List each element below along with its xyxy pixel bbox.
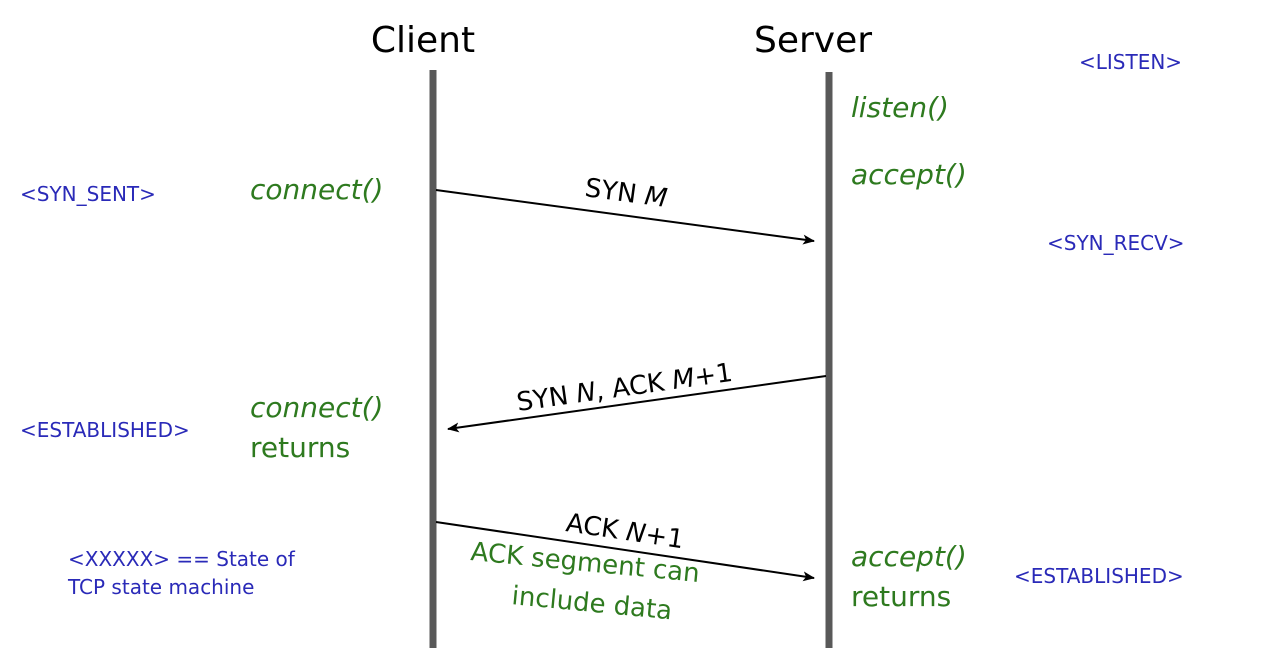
connect-call: connect()	[250, 173, 383, 206]
connect-returns-word: returns	[250, 431, 350, 464]
state-syn-sent: <SYN_SENT>	[20, 182, 156, 206]
state-established-client: <ESTABLISHED>	[20, 418, 190, 442]
syn-arrow	[435, 189, 815, 245]
connect-returns-call: connect()	[250, 391, 383, 424]
accept-returns-word: returns	[851, 580, 951, 613]
state-listen: <LISTEN>	[1079, 50, 1182, 74]
accept-call: accept()	[851, 158, 967, 191]
ack-label: ACK N+1	[564, 508, 686, 555]
ack-arrow	[435, 521, 815, 582]
state-established-server: <ESTABLISHED>	[1014, 564, 1184, 588]
accept-returns-call: accept()	[851, 540, 967, 573]
ack-data-note-line2: include data	[510, 581, 673, 626]
syn-ack-arrow	[447, 375, 827, 433]
syn-ack-label: SYN N, ACK M+1	[515, 358, 735, 418]
server-header: Server	[754, 20, 872, 61]
client-header: Client	[371, 20, 475, 61]
state-syn-recv: <SYN_RECV>	[1047, 231, 1185, 255]
syn-label: SYN M	[583, 173, 669, 214]
listen-call: listen()	[851, 91, 949, 124]
legend-line2: TCP state machine	[67, 575, 254, 599]
legend-line1: <XXXXX> == State of	[68, 547, 296, 571]
